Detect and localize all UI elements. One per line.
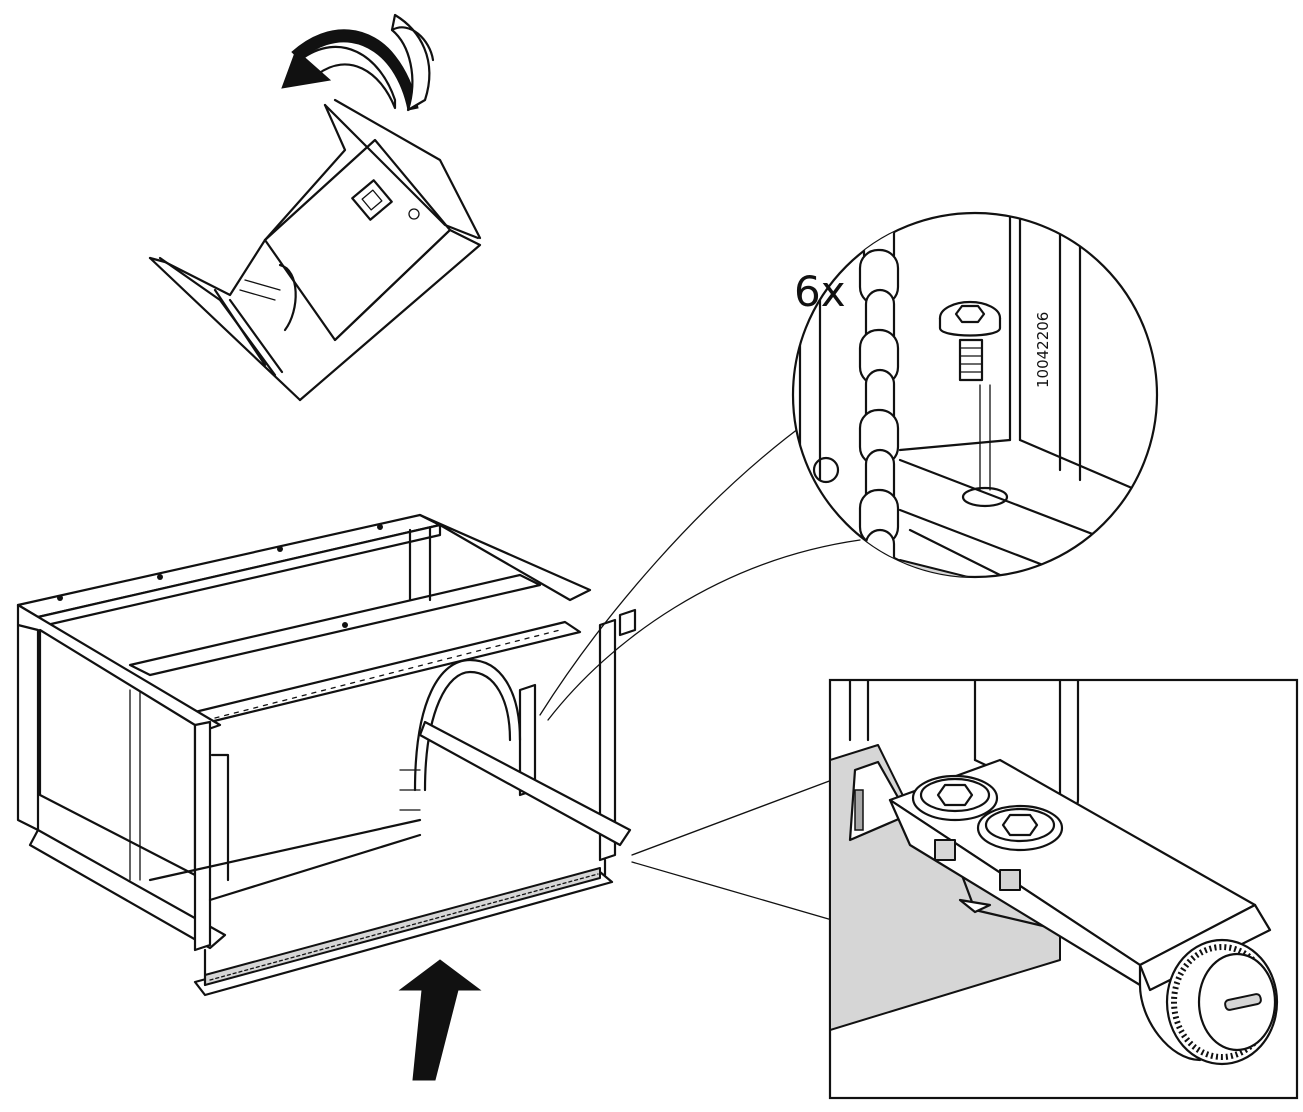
- push-up-arrow-icon: [398, 959, 482, 1081]
- screw-icon: [938, 300, 1002, 382]
- callout-line-top-a: [539, 419, 811, 716]
- circle-callout: 6x 10042206: [791, 211, 1159, 579]
- part-number-label: 10042206: [1034, 312, 1052, 388]
- callout-line-bottom-a: [631, 779, 833, 856]
- quantity-label: 6x: [794, 267, 846, 316]
- rotate-arrow-icon: [281, 13, 435, 112]
- knob-icon: [1165, 938, 1279, 1066]
- main-frame: [16, 513, 637, 997]
- callout-line-bottom-b: [631, 861, 833, 921]
- callout-line-top-b: [547, 539, 861, 721]
- chain-icon: [858, 213, 900, 577]
- rotated-frame: [148, 98, 482, 402]
- box-callout: [828, 678, 1299, 1100]
